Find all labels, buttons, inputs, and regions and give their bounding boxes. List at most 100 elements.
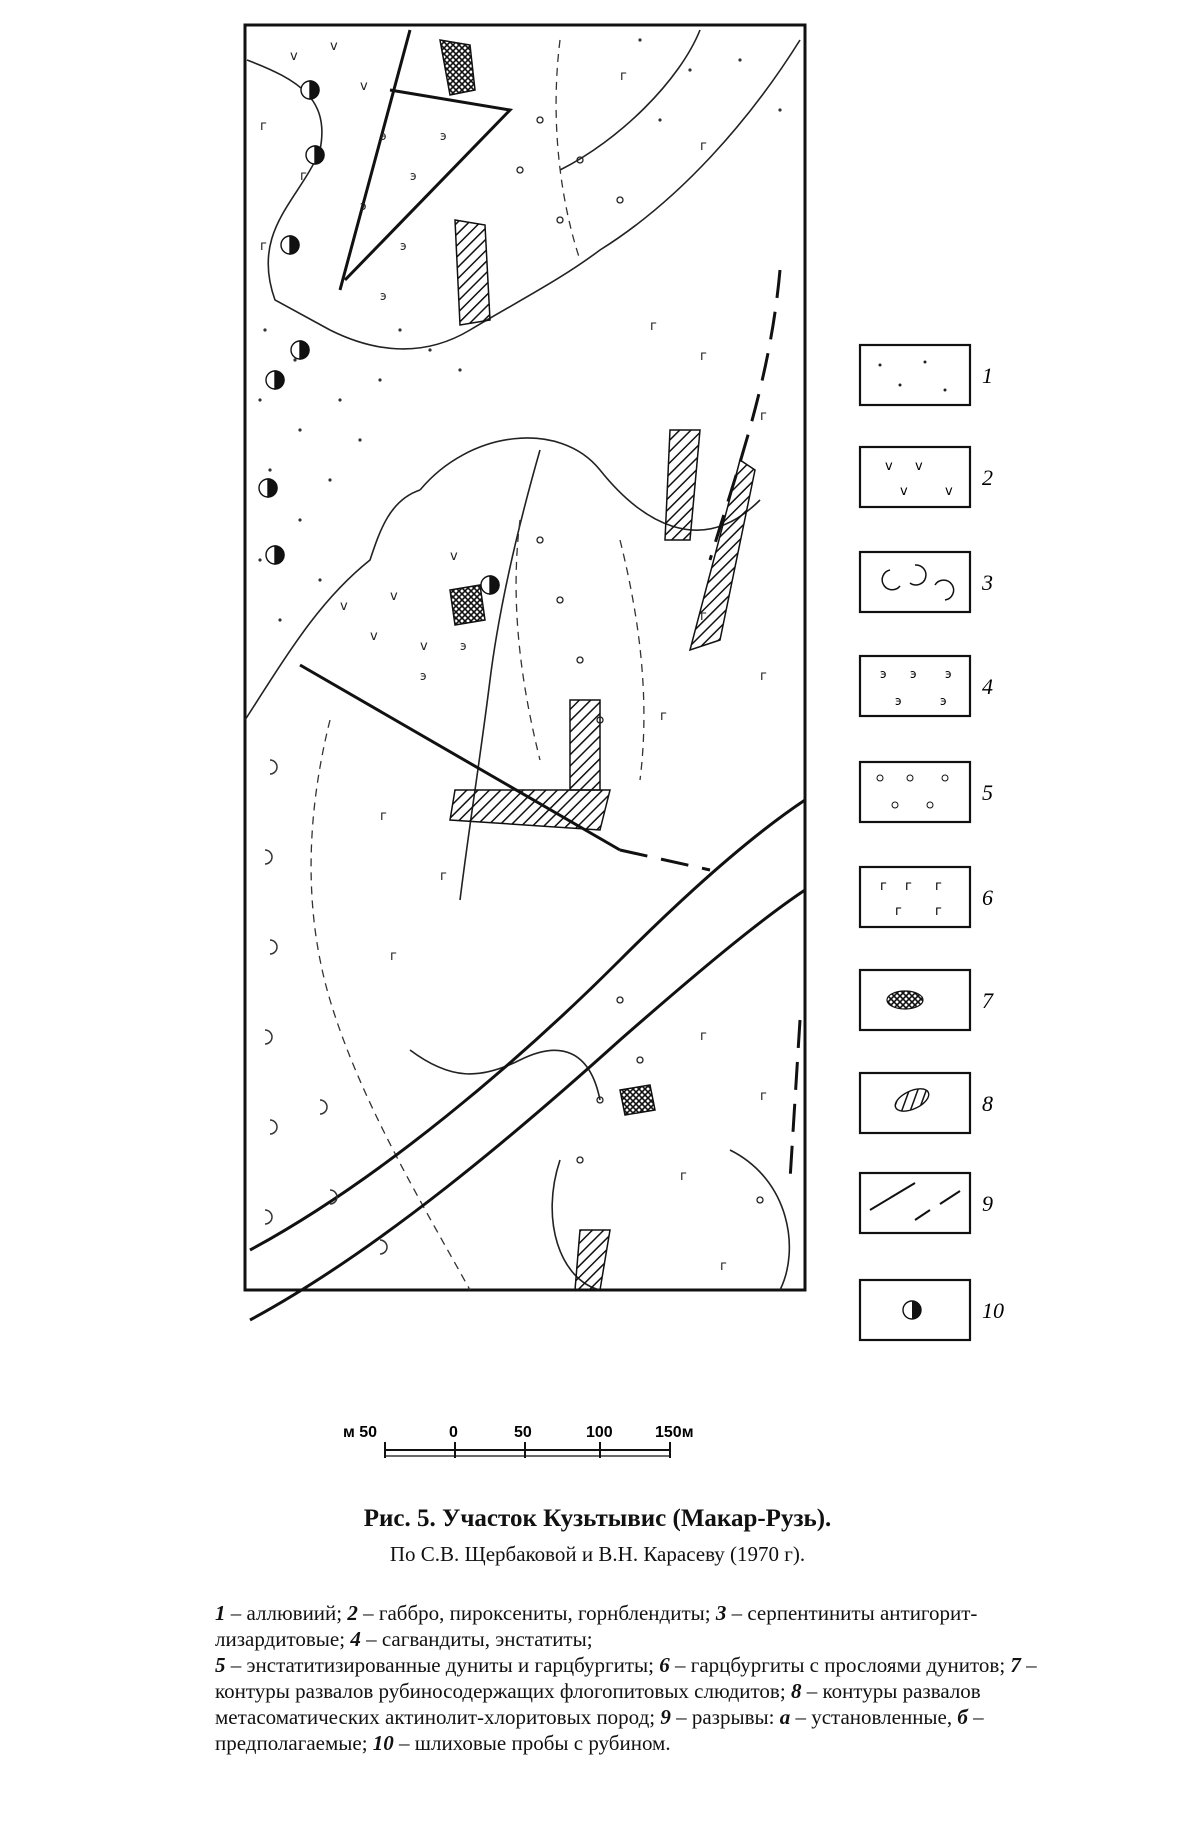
- legend-number: 7: [982, 988, 994, 1013]
- slyudite-outcrops: [439, 39, 656, 1116]
- legend-box-8: [858, 1071, 972, 1135]
- legend-number: 10: [982, 1298, 1004, 1323]
- svg-text:v: v: [390, 589, 398, 604]
- svg-text:э: э: [910, 667, 917, 681]
- svg-text:v: v: [450, 549, 458, 564]
- alluvium-dots: [258, 38, 782, 622]
- legend-item-text: – контуры развалов рубиносодержащих флог…: [215, 1653, 1037, 1703]
- legend-item-num: а: [779, 1705, 791, 1729]
- svg-text:г: г: [935, 904, 942, 919]
- svg-text:г: г: [440, 869, 447, 884]
- svg-text:г: г: [300, 169, 307, 184]
- svg-text:э: э: [895, 694, 902, 708]
- legend-number: 4: [982, 674, 993, 699]
- legend-number: 5: [982, 780, 993, 805]
- svg-text:v: v: [945, 484, 953, 499]
- svg-text:г: г: [260, 239, 267, 254]
- legend-item-text: – установленные,: [790, 1705, 958, 1729]
- svg-text:г: г: [650, 319, 657, 334]
- svg-text:г: г: [760, 409, 767, 424]
- svg-text:г: г: [260, 119, 267, 134]
- legend-item-text: – шлиховые пробы с рубином.: [393, 1731, 671, 1755]
- svg-text:г: г: [620, 69, 627, 84]
- map-frame: [243, 23, 807, 1292]
- svg-text:г: г: [380, 809, 387, 824]
- legend-item-text: – разрывы:: [670, 1705, 780, 1729]
- svg-text:э: э: [460, 639, 467, 653]
- svg-text:г: г: [760, 669, 767, 684]
- legend-number: 1: [982, 363, 993, 388]
- serpentinite-symbols: [264, 759, 388, 1255]
- gabbro-symbols: vvv vvv vv: [290, 39, 458, 654]
- legend-box-2: v v v v: [858, 445, 972, 509]
- svg-text:v: v: [420, 639, 428, 654]
- legend-numbers: 1 2 3 4 5 6 7 8 9 10: [981, 363, 1004, 1323]
- legend-item-text: – серпентиниты антигорит-лизардитовые;: [215, 1601, 978, 1651]
- svg-text:г: г: [935, 879, 942, 894]
- legend-item-num: 8: [790, 1679, 802, 1703]
- svg-text:г: г: [700, 139, 707, 154]
- svg-text:э: э: [940, 694, 947, 708]
- svg-text:v: v: [900, 484, 908, 499]
- contact-lines: [244, 29, 801, 1291]
- legend-box-5: [858, 760, 972, 824]
- legend-box-10: [858, 1278, 972, 1342]
- svg-text:э: э: [945, 667, 952, 681]
- svg-text:г: г: [880, 879, 887, 894]
- svg-text:г: г: [700, 1029, 707, 1044]
- legend-number: 8: [982, 1091, 993, 1116]
- legend-box-3: [858, 550, 972, 614]
- legend-description: 1 – аллювиий; 2 – габбро, пироксениты, г…: [215, 1600, 1045, 1756]
- legend-item-text: – аллювиий;: [225, 1601, 348, 1625]
- svg-text:v: v: [290, 49, 298, 64]
- svg-text:v: v: [915, 459, 923, 474]
- legend-box-1: [858, 343, 972, 407]
- svg-text:v: v: [340, 599, 348, 614]
- harzburgite-symbols: ггг ггг ггг ггг ггг ггг: [260, 69, 767, 1274]
- legend-item-num: 9: [660, 1705, 671, 1729]
- svg-text:г: г: [720, 1259, 727, 1274]
- svg-text:v: v: [885, 459, 893, 474]
- legend-item-text: – сагвандиты, энстатиты;: [360, 1627, 593, 1651]
- legend-box-7: [858, 968, 972, 1032]
- legend-item-text: – предполагаемые;: [215, 1705, 984, 1755]
- figure-title: Рис. 5. Участок Кузьтывис (Макар-Рузь).: [363, 1505, 832, 1532]
- svg-text:г: г: [905, 879, 912, 894]
- svg-text:v: v: [360, 79, 368, 94]
- legend-item-text: – контуры развалов метасоматических акти…: [215, 1679, 981, 1729]
- legend-item-num: 2: [347, 1601, 358, 1625]
- legend-number: 3: [981, 570, 993, 595]
- legend-item-num: 6: [659, 1653, 670, 1677]
- scale-bar: м 50 0 50 100 150м: [343, 1424, 694, 1458]
- scale-label: 0: [449, 1424, 458, 1441]
- sagvandite-symbols: эээ эээ ээ: [360, 129, 467, 683]
- legend-box-6: г г г г г: [858, 865, 972, 929]
- svg-text:г: г: [760, 1089, 767, 1104]
- scale-label: 50: [514, 1424, 532, 1441]
- legend-item-text: – гарцбургиты с прослоями дунитов;: [669, 1653, 1011, 1677]
- legend-item-num: 10: [372, 1731, 394, 1755]
- legend-box-4: э э э э э: [858, 654, 972, 718]
- ruby-sample-points: [258, 80, 500, 595]
- legend-number: 2: [982, 465, 993, 490]
- dunite-circles: [516, 116, 764, 1204]
- svg-text:г: г: [660, 709, 667, 724]
- actinolite-outcrops: [449, 219, 756, 1291]
- legend-item-num: 7: [1010, 1653, 1021, 1677]
- svg-text:э: э: [380, 129, 387, 143]
- svg-text:э: э: [400, 239, 407, 253]
- scale-label: 150м: [655, 1424, 694, 1441]
- scale-label: м 50: [343, 1424, 377, 1441]
- svg-text:г: г: [680, 1169, 687, 1184]
- legend-number: 6: [982, 885, 993, 910]
- svg-text:э: э: [440, 129, 447, 143]
- svg-text:э: э: [880, 667, 887, 681]
- legend-box-9: [858, 1171, 972, 1235]
- svg-text:г: г: [895, 904, 902, 919]
- svg-text:v: v: [330, 39, 338, 54]
- legend-item-num: 1: [215, 1601, 226, 1625]
- legend-item-num: б: [957, 1705, 968, 1729]
- svg-text:э: э: [360, 199, 367, 213]
- svg-text:э: э: [410, 169, 417, 183]
